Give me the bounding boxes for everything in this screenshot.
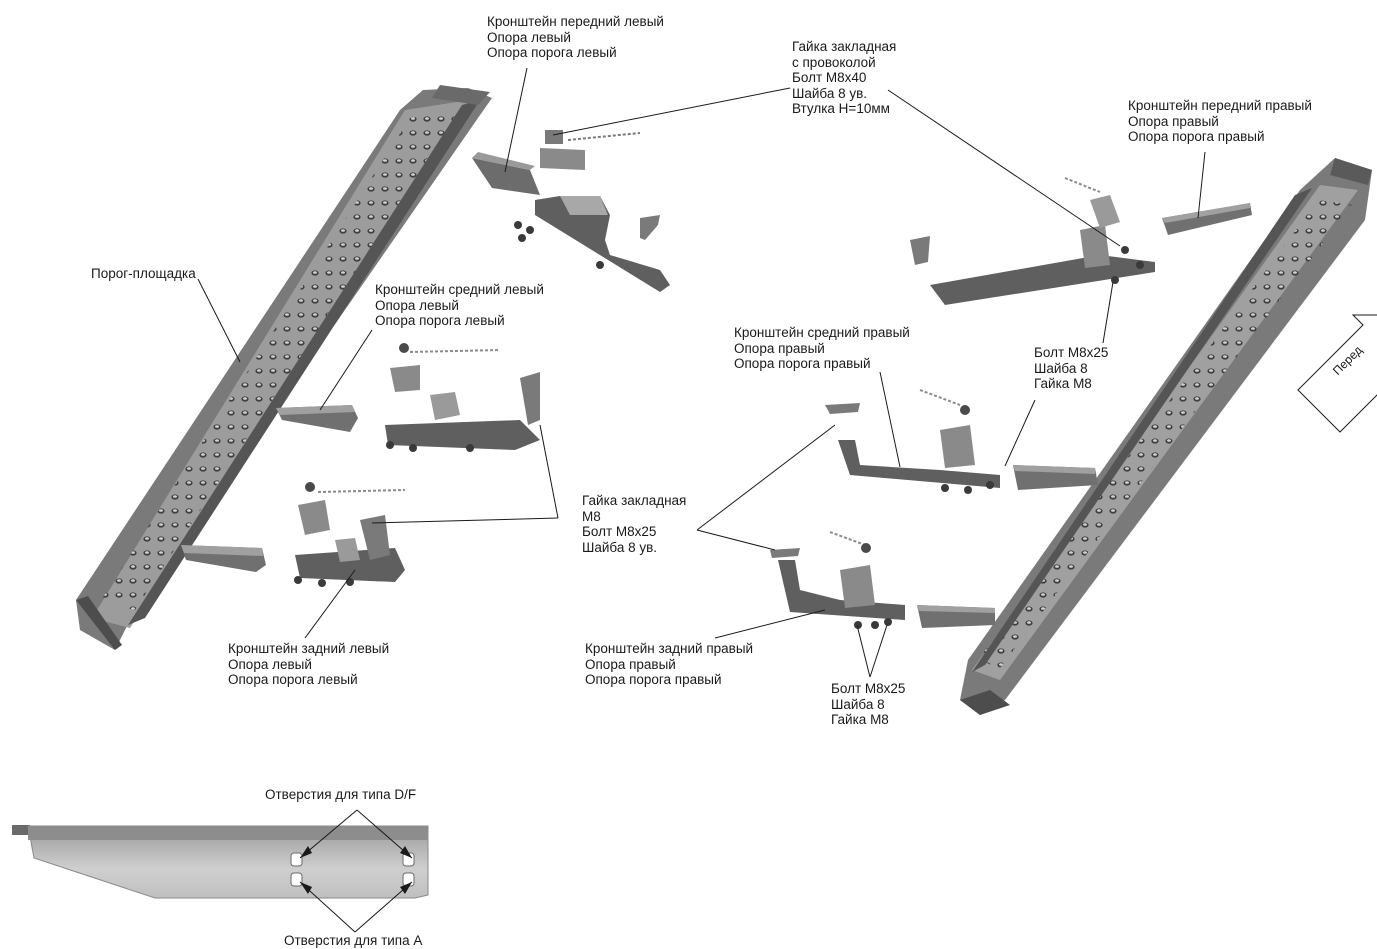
middle-left-bracket [276,343,540,452]
label-bolt-right-bottom: Болт М8х25 Шайба 8 Гайка М8 [831,681,906,727]
label-front-right-bracket: Кронштейн передний правый Опора правый О… [1128,98,1312,144]
label-middle-right-bracket: Кронштейн средний правый Опора правый Оп… [734,325,910,371]
label-bolt-right-top: Болт М8х25 Шайба 8 Гайка М8 [1034,345,1109,391]
hole-df-left [290,852,303,867]
label-front-left-bracket: Кронштейн передний левый Опора левый Опо… [487,14,664,60]
label-running-board: Порог-площадка [91,266,196,281]
right-running-board [960,158,1372,715]
front-right-bracket [910,177,1252,305]
label-holes-df: Отверстия для типа D/F [265,787,417,802]
label-rear-right-bracket: Кронштейн задний правый Опора правый Опо… [585,641,754,687]
label-holes-a: Отверстия для типа А [284,933,423,948]
rear-right-bracket [770,531,995,629]
holes-detail-plate [12,825,429,899]
label-rear-left-bracket: Кронштейн задний левый Опора левый Опора… [228,641,390,687]
rear-left-bracket [181,482,406,587]
label-nut-m8: Гайка закладная М8 Болт М8х25 Шайба 8 ув… [582,493,687,555]
hole-a-left [290,872,303,887]
leader-lines [197,67,1206,933]
direction-arrow [1297,314,1377,433]
leader-arrowheads [300,846,412,894]
label-nut-with-wire: Гайка закладная с провоколой Болт М8х40 … [792,39,897,116]
left-running-board [76,85,492,650]
label-middle-left-bracket: Кронштейн средний левый Опора левый Опор… [375,282,544,328]
front-left-bracket [472,130,670,292]
middle-right-bracket [825,389,1098,494]
